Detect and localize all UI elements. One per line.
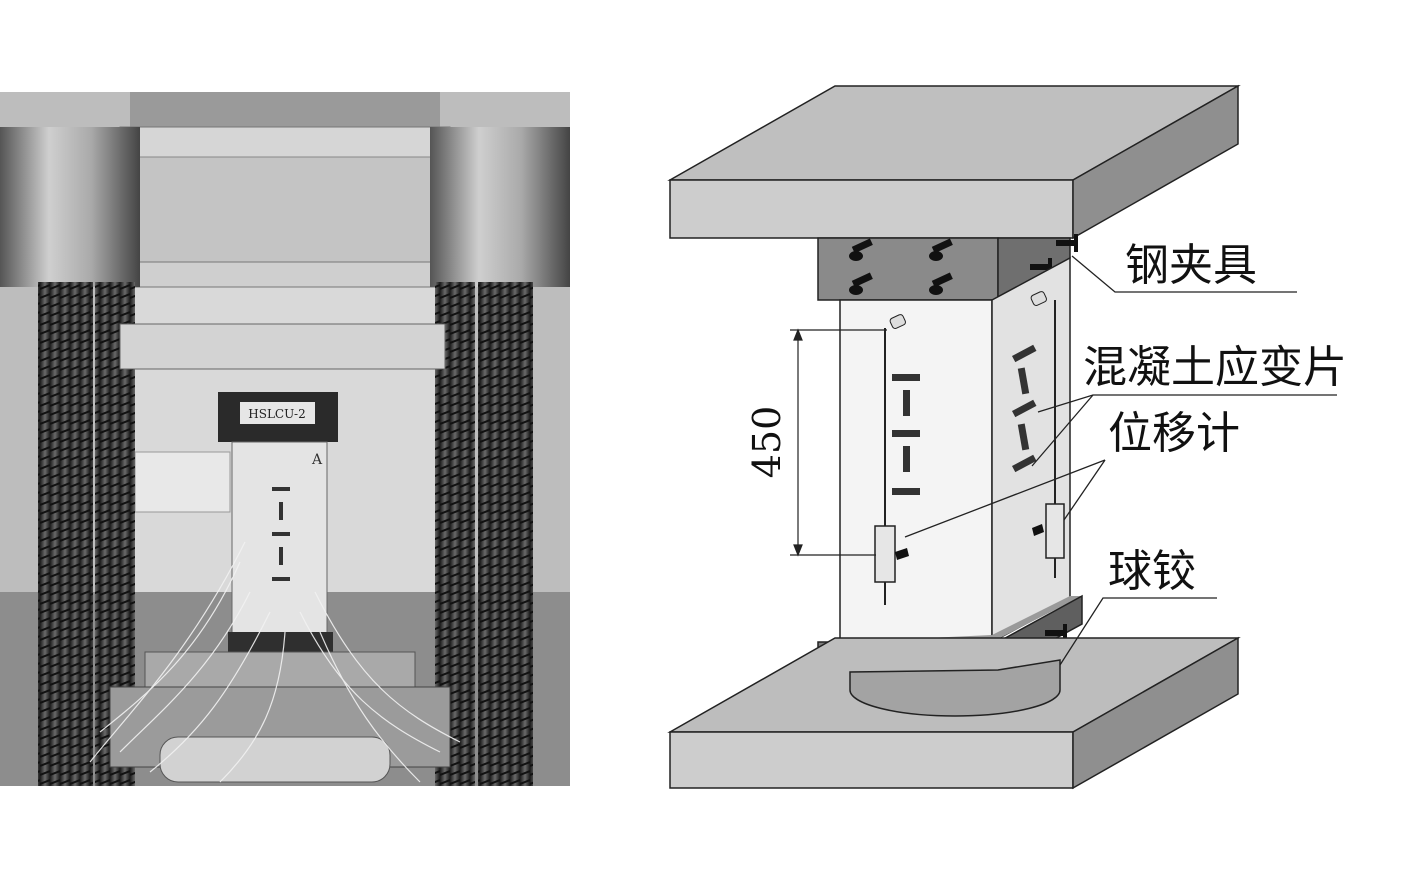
loading-plate (119, 323, 446, 370)
photo-gauge-5 (272, 577, 290, 581)
lower-clamp-bolt (1045, 624, 1067, 642)
top-plate-side-face (1072, 84, 1239, 240)
test-setup-diagram: 450 钢夹具 混凝土应变片 位移计 球铰 (667, 84, 1347, 790)
specimen-tag: HSLCU-2 (248, 407, 305, 421)
left-column (0, 127, 140, 287)
leader-steel-clamp (1071, 255, 1297, 293)
press-crossbeam (119, 126, 451, 158)
press-lower-beam (119, 261, 451, 288)
bottom-plate-front-face (669, 731, 1074, 789)
bottom-plate-side-face (1072, 636, 1239, 790)
label-steel-clamp: 钢夹具 (1125, 240, 1257, 291)
press-upper-block (134, 156, 436, 268)
left-screw-outer (38, 282, 93, 786)
front-strain-gauges (892, 374, 920, 495)
right-column (430, 127, 570, 287)
sensor-wires (89, 541, 461, 783)
leader-ball-hinge (1059, 597, 1217, 666)
test-setup-photo: HSLCU-2 A (0, 92, 570, 786)
ball-hinge (849, 659, 1061, 717)
dimension-line (790, 328, 887, 557)
clamp-bolts (849, 234, 1078, 295)
front-displacement-meter (874, 314, 909, 605)
column-side-face (991, 256, 1071, 644)
photo-gauge-2 (279, 502, 283, 520)
base-cylinder (159, 736, 391, 783)
label-displacement-meter: 位移计 (1108, 408, 1240, 459)
photo-gauge-3 (272, 532, 290, 536)
dimension-value: 450 (745, 406, 789, 479)
steel-clamp-front (817, 237, 999, 301)
top-plate-front-face (669, 179, 1074, 239)
leader-lines (904, 255, 1337, 666)
radiator (134, 451, 231, 513)
leader-strain-gauge-2 (1031, 394, 1094, 467)
column-front-face (839, 299, 993, 643)
lower-clamp-top (840, 596, 1082, 642)
specimen-face-mark: A (311, 452, 323, 468)
label-ball-hinge: 球铰 (1108, 546, 1196, 597)
right-screw-outer (478, 282, 533, 786)
side-displacement-meter (1030, 291, 1065, 578)
leader-displacement-meter (904, 459, 1106, 538)
photo-gauge-1 (272, 487, 290, 491)
photo-gauge-4 (279, 547, 283, 565)
side-strain-gauges (1011, 344, 1037, 473)
specimen-tag-box (240, 402, 315, 424)
leader-displacement-meter-2 (1063, 459, 1106, 521)
label-concrete-strain-gauge: 混凝土应变片 (1083, 342, 1347, 393)
